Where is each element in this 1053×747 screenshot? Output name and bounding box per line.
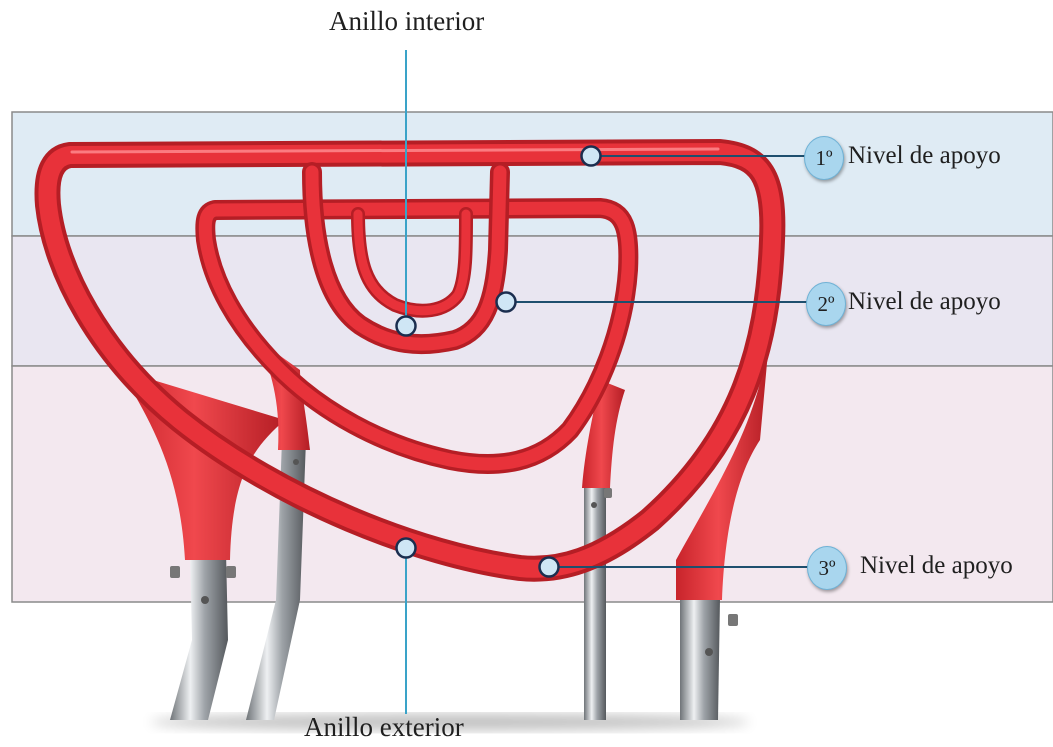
marker-level-3 xyxy=(540,558,559,577)
marker-inner-ring xyxy=(397,317,416,336)
inner-ring-caption: Anillo interior xyxy=(329,6,484,37)
level-2-label: Nivel de apoyo xyxy=(848,288,1001,316)
level-3-label: Nivel de apoyo xyxy=(860,552,1013,580)
level-3-number: 3º xyxy=(807,546,847,590)
outer-ring-caption: Anillo exterior xyxy=(304,712,464,743)
marker-level-1 xyxy=(582,147,601,166)
marker-level-2 xyxy=(497,293,516,312)
level-1-label: Nivel de apoyo xyxy=(848,142,1001,170)
level-2-number: 2º xyxy=(806,282,846,326)
level-1-number: 1º xyxy=(804,136,844,180)
marker-outer-ring xyxy=(397,539,416,558)
